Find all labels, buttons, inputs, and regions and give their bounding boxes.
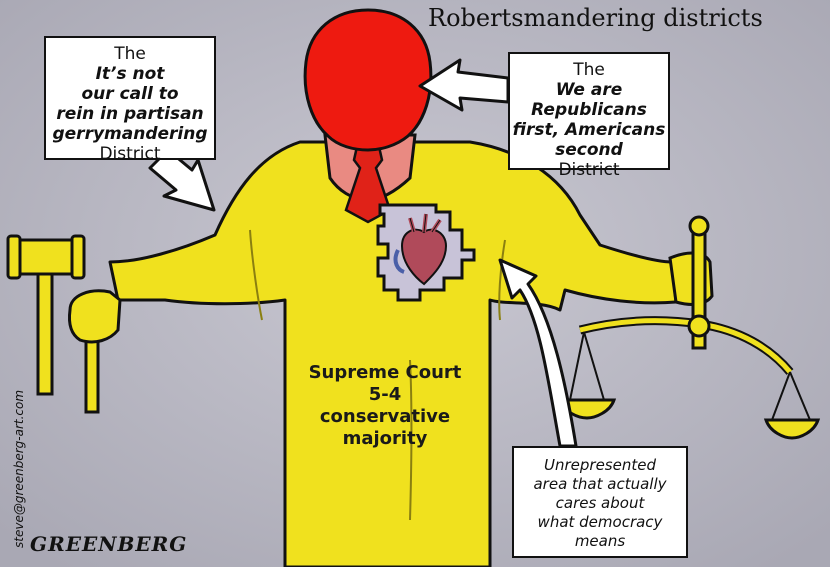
- left-hand: [68, 289, 122, 344]
- callout-right-line-3: Republicans: [531, 100, 647, 120]
- callout-left-line-6: District: [99, 144, 161, 164]
- red-tie: [344, 140, 392, 224]
- callout-left-line-2: It’s not: [95, 64, 165, 84]
- callout-bottom-line-1: Unrepresented: [544, 456, 656, 474]
- arrow-left-callout: [148, 148, 216, 212]
- callout-bottom-line-5: means: [574, 532, 626, 550]
- callout-bottom: Unrepresented area that actually cares a…: [512, 446, 688, 558]
- heart-icon: [393, 213, 448, 286]
- robe-label-line-2: 5-4: [368, 384, 402, 405]
- robe-label-line-3: conservative: [319, 406, 451, 427]
- callout-left-line-4: rein in partisan: [56, 104, 204, 124]
- callout-right-line-1: The: [573, 60, 605, 80]
- callout-bottom-line-4: what democracy: [537, 513, 663, 531]
- callout-right-line-4: first, Americans: [512, 120, 666, 140]
- callout-right-line-6: District: [558, 160, 620, 180]
- robe-label-line-1: Supreme Court: [308, 362, 462, 383]
- callout-right-line-5: second: [555, 140, 623, 160]
- callout-left: The It’s not our call to rein in partisa…: [44, 36, 216, 164]
- callout-right: The We are Republicans first, Americans …: [508, 52, 670, 180]
- callout-bottom-line-3: cares about: [555, 494, 645, 512]
- callout-right-line-2: We are: [555, 80, 623, 100]
- callout-left-line-5: gerrymandering: [52, 124, 208, 144]
- callout-left-line-1: The: [114, 44, 146, 64]
- artist-signature: GREENBERG: [30, 532, 188, 556]
- robe-label-line-4: majority: [342, 428, 428, 449]
- arrow-bottom-callout: [498, 258, 578, 448]
- red-faceless-head: [303, 8, 433, 152]
- callout-left-line-3: our call to: [81, 84, 179, 104]
- callout-bottom-line-2: area that actually: [533, 475, 667, 493]
- arrow-right-callout: [418, 58, 510, 112]
- cartoon-title: Robertsmandering districts: [428, 4, 763, 32]
- artist-email: steve@greenberg-art.com: [12, 389, 26, 548]
- robe-label: Supreme Court 5-4 conservative majority: [296, 362, 474, 450]
- robe-fold-lines: [249, 229, 506, 521]
- scales-of-justice-icon: [557, 215, 821, 440]
